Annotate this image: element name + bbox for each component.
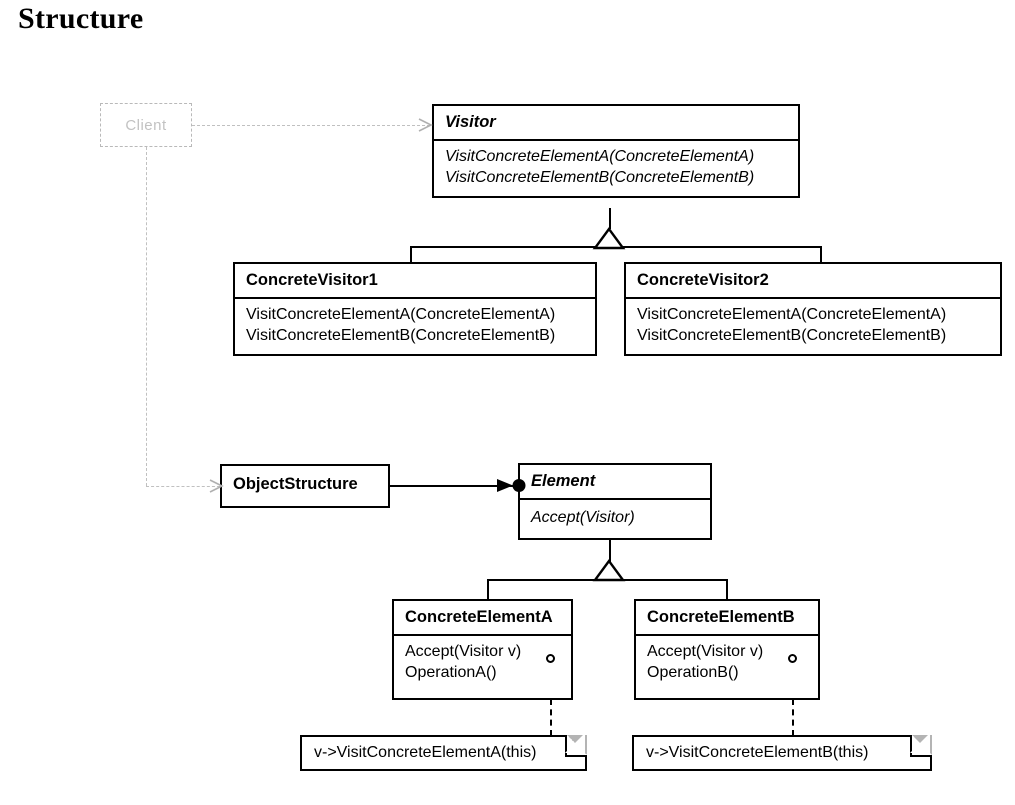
class-box-concrete-element-a[interactable]: ConcreteElementA Accept(Visitor v) Opera… — [392, 599, 573, 700]
note-fold-corner-icon — [565, 733, 587, 757]
operation-row: Accept(Visitor) — [531, 508, 635, 526]
note-anchor-circle-a — [546, 654, 555, 663]
generalization-visitor-stem — [609, 208, 611, 229]
note-fold-corner-icon — [910, 733, 932, 757]
class-box-visitor[interactable]: Visitor VisitConcreteElementA(ConcreteEl… — [432, 104, 800, 198]
note-anchor-circle-b — [788, 654, 797, 663]
generalization-visitor-drop-right — [820, 246, 822, 263]
generalization-visitor-bus — [410, 246, 822, 248]
class-box-concrete-element-b[interactable]: ConcreteElementB Accept(Visitor v) Opera… — [634, 599, 820, 700]
class-name-concrete-visitor-2: ConcreteVisitor2 — [637, 271, 769, 289]
dependency-client-to-objectstructure-horizontal — [146, 486, 220, 487]
class-name-concrete-visitor-1: ConcreteVisitor1 — [246, 271, 378, 289]
note-box-b[interactable]: v->VisitConcreteElementB(this) — [632, 733, 932, 771]
note-anchor-line-a — [550, 668, 552, 736]
note-text-b: v->VisitConcreteElementB(this) — [646, 744, 869, 761]
operation-row: OperationA() — [405, 663, 497, 681]
note-anchor-line-b — [792, 668, 794, 736]
dependency-client-to-objectstructure-vertical — [146, 147, 147, 486]
class-operations-compartment-concrete-element-b: Accept(Visitor v) OperationB() — [636, 633, 818, 698]
class-box-client[interactable]: Client — [100, 103, 192, 147]
class-operations-compartment-visitor: VisitConcreteElementA(ConcreteElementA) … — [434, 138, 798, 196]
class-name-visitor: Visitor — [445, 113, 496, 131]
generalization-triangle-element — [592, 558, 626, 582]
class-name-compartment-concrete-element-a: ConcreteElementA — [394, 601, 571, 634]
operation-row: VisitConcreteElementB(ConcreteElementB) — [246, 326, 556, 344]
operation-row: VisitConcreteElementB(ConcreteElementB) — [445, 168, 755, 186]
class-operations-compartment-concrete-visitor-1: VisitConcreteElementA(ConcreteElementA) … — [235, 296, 595, 354]
note-text-a: v->VisitConcreteElementA(this) — [314, 744, 537, 761]
class-name-compartment-concrete-element-b: ConcreteElementB — [636, 601, 818, 634]
class-name-compartment-concrete-visitor-2: ConcreteVisitor2 — [626, 264, 1000, 297]
class-box-concrete-visitor-1[interactable]: ConcreteVisitor1 VisitConcreteElementA(C… — [233, 262, 597, 356]
note-box-a[interactable]: v->VisitConcreteElementA(this) — [300, 733, 587, 771]
operation-row: OperationB() — [647, 663, 739, 681]
operation-row: VisitConcreteElementA(ConcreteElementA) — [637, 305, 947, 323]
page-title: Structure — [18, 2, 144, 35]
generalization-element-drop-left — [487, 579, 489, 600]
class-name-client: Client — [125, 116, 167, 134]
class-name-element: Element — [531, 472, 596, 490]
class-name-object-structure: ObjectStructure — [233, 475, 358, 493]
class-box-element[interactable]: Element Accept(Visitor) — [518, 463, 712, 540]
class-name-compartment-object-structure: ObjectStructure — [222, 466, 388, 506]
class-box-object-structure[interactable]: ObjectStructure — [220, 464, 390, 508]
generalization-element-stem — [609, 540, 611, 562]
class-operations-compartment-concrete-visitor-2: VisitConcreteElementA(ConcreteElementA) … — [626, 296, 1000, 354]
operation-row: VisitConcreteElementB(ConcreteElementB) — [637, 326, 947, 344]
generalization-visitor-drop-left — [410, 246, 412, 263]
operation-row: Accept(Visitor v) — [647, 642, 764, 660]
class-name-concrete-element-b: ConcreteElementB — [647, 608, 795, 626]
class-name-compartment-visitor: Visitor — [434, 106, 798, 139]
class-box-concrete-visitor-2[interactable]: ConcreteVisitor2 VisitConcreteElementA(C… — [624, 262, 1002, 356]
operation-row: VisitConcreteElementA(ConcreteElementA) — [246, 305, 556, 323]
dependency-client-to-visitor-line — [192, 125, 430, 126]
operation-row: Accept(Visitor v) — [405, 642, 522, 660]
operation-row: VisitConcreteElementA(ConcreteElementA) — [445, 147, 755, 165]
class-name-compartment-element: Element — [520, 465, 710, 498]
generalization-element-drop-right — [726, 579, 728, 600]
class-operations-compartment-concrete-element-a: Accept(Visitor v) OperationA() — [394, 633, 571, 698]
class-name-compartment-concrete-visitor-1: ConcreteVisitor1 — [235, 264, 595, 297]
class-name-concrete-element-a: ConcreteElementA — [405, 608, 553, 626]
association-objectstructure-element-shaft — [389, 485, 513, 487]
generalization-element-bus — [487, 579, 728, 581]
class-operations-compartment-element: Accept(Visitor) — [520, 497, 710, 538]
